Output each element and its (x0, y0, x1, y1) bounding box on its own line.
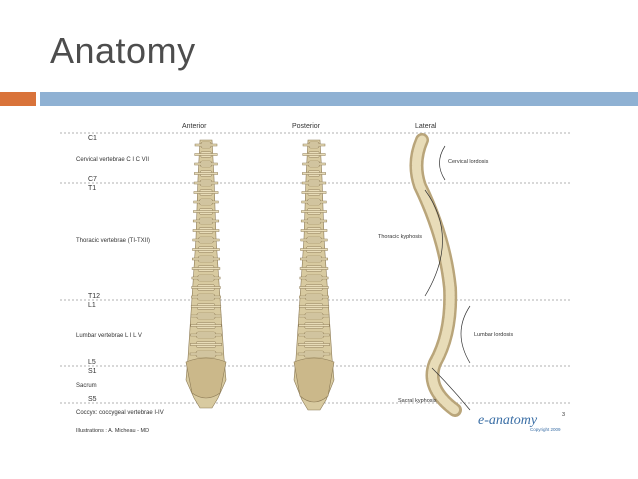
anterior-process (193, 210, 219, 213)
view-anterior: Anterior (182, 123, 207, 130)
posterior-process (301, 191, 327, 194)
view-lateral: Lateral (415, 123, 437, 130)
curve-sacral-kyphosis: Sacral kyphosis (398, 398, 437, 404)
logo-text: e-anatomy (478, 413, 538, 428)
anterior-process (192, 248, 220, 251)
anterior-process (190, 333, 222, 337)
anterior-process (193, 181, 219, 185)
posterior-process (298, 314, 330, 318)
anterior-process (189, 352, 223, 356)
curve-cervical-lordosis: Cervical lordosis (448, 159, 489, 165)
anterior-process (191, 267, 221, 270)
slide-title: Anatomy (50, 30, 196, 71)
anterior-process (192, 219, 220, 223)
anterior-process (190, 324, 222, 327)
posterior-process (298, 333, 330, 337)
logo-copyright: Copyright 2009 (530, 427, 561, 432)
view-posterior: Posterior (292, 123, 321, 130)
level-lines (60, 132, 570, 404)
anterior-process (191, 286, 221, 289)
level-s1: S1 (88, 368, 97, 375)
posterior-process (301, 200, 327, 204)
posterior-process (298, 324, 330, 327)
level-l1: L1 (88, 302, 96, 309)
anterior-process (190, 343, 222, 346)
posterior-process (299, 295, 329, 299)
level-t12: T12 (88, 293, 100, 300)
posterior-process (298, 343, 330, 346)
level-s5: S5 (88, 396, 97, 403)
posterior-process (300, 219, 328, 223)
anterior-spine (185, 139, 227, 409)
e-anatomy-logo: e-anatomy 3 Copyright 2009 (478, 412, 565, 432)
posterior-process (301, 210, 327, 213)
posterior-spine (293, 139, 335, 411)
level-l5: L5 (88, 359, 96, 366)
posterior-process (299, 276, 329, 280)
posterior-process (302, 172, 326, 175)
anterior-process (194, 153, 218, 156)
page-number: 3 (562, 412, 565, 418)
posterior-process (300, 229, 328, 232)
anterior-process (190, 314, 222, 318)
level-c1: C1 (88, 135, 97, 142)
curve-lumbar-lordosis: Lumbar lordosis (474, 332, 513, 338)
lateral-spine (409, 133, 471, 417)
posterior-process (297, 352, 331, 356)
curve-thoracic-kyphosis: Thoracic kyphosis (378, 234, 422, 240)
posterior-process (302, 153, 326, 156)
accent-bar-blue (40, 92, 638, 106)
spine-illustration: Anterior Posterior Lateral C1 C7 T1 T12 … (60, 123, 570, 434)
posterior-process (301, 181, 327, 185)
posterior-process (300, 257, 328, 261)
anterior-process (191, 276, 221, 280)
spine-figure: Anterior Posterior Lateral C1 C7 T1 T12 … (60, 118, 580, 438)
level-c7: C7 (88, 176, 97, 183)
region-lumbar: Lumbar vertebrae L I L V (76, 333, 142, 339)
posterior-process (300, 248, 328, 251)
posterior-process (299, 286, 329, 289)
posterior-process (302, 143, 326, 147)
anterior-process (192, 229, 220, 232)
level-t1: T1 (88, 185, 96, 192)
posterior-process (302, 162, 326, 166)
anterior-process (194, 143, 218, 147)
region-thoracic: Thoracic vertebrae (TI-TXII) (76, 238, 150, 244)
posterior-process (298, 305, 330, 308)
anterior-process (193, 191, 219, 194)
anterior-process (194, 162, 218, 166)
posterior-process (300, 238, 328, 242)
anterior-process (194, 172, 218, 175)
illustration-credit: Illustrations : A. Micheau - MD (76, 428, 149, 434)
anterior-process (192, 257, 220, 261)
region-coccyx: Coccyx: coccygeal vertebrae I-IV (76, 410, 164, 416)
posterior-process (299, 267, 329, 270)
anterior-process (193, 200, 219, 204)
region-sacrum: Sacrum (76, 383, 97, 389)
anterior-process (192, 238, 220, 242)
accent-bar-orange (0, 92, 36, 106)
region-cervical: Cervical vertebrae C I C VII (76, 157, 149, 163)
anterior-process (191, 295, 221, 299)
anterior-process (190, 305, 222, 308)
